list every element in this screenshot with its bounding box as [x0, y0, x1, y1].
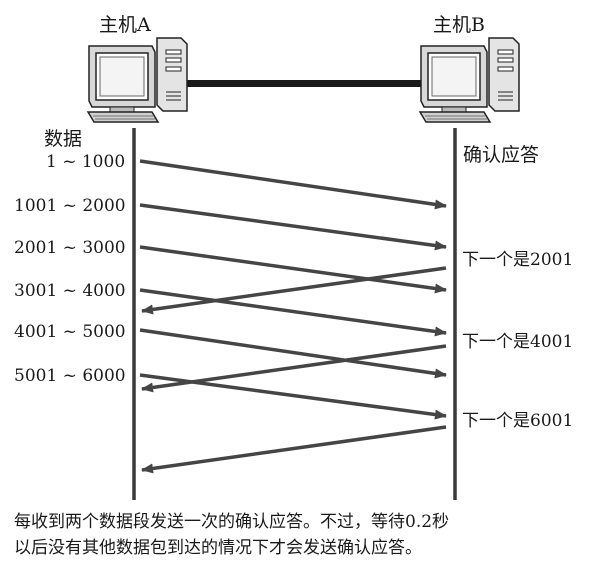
ack-label-3: 下一个是6001 [462, 411, 574, 431]
ack-arrow-2 [141, 344, 447, 393]
segment-arrow-2 [139, 203, 447, 251]
network-cable [185, 80, 423, 87]
ack-column-title: 确认应答 [463, 144, 540, 166]
segment-label-2: 1001 ~ 2000 [14, 196, 126, 216]
segment-arrow-5 [139, 328, 447, 379]
caption-line-2: 以后没有其他数据包到达的情况下才会发送确认应答。 [14, 538, 422, 558]
segment-arrow-3 [139, 245, 447, 294]
ack-arrow-3 [141, 425, 447, 474]
segment-label-6: 5001 ~ 6000 [14, 366, 126, 386]
segment-arrow-1 [139, 159, 447, 210]
ack-label-2: 下一个是4001 [462, 332, 574, 352]
ack-label-1: 下一个是2001 [462, 250, 574, 270]
computer-b-icon [418, 37, 520, 123]
segment-arrow-4 [139, 288, 447, 337]
segment-label-3: 2001 ~ 3000 [14, 238, 126, 258]
data-column-title: 数据 [44, 128, 83, 150]
host-a-label: 主机A [99, 14, 151, 36]
segment-label-1: 1 ~ 1000 [46, 152, 126, 172]
caption-line-1: 每收到两个数据段发送一次的确认应答。不过，等待0.2秒 [14, 512, 450, 532]
host-b-label: 主机B [433, 14, 485, 36]
segment-label-5: 4001 ~ 5000 [14, 322, 126, 342]
segment-label-4: 3001 ~ 4000 [14, 281, 126, 301]
ack-arrow-1 [141, 266, 447, 315]
computer-a-icon [86, 37, 188, 123]
